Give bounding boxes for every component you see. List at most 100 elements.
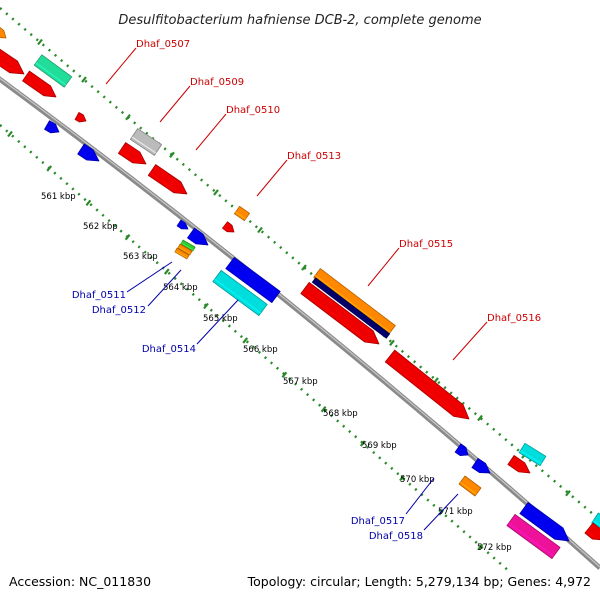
inner-rail-dash	[320, 406, 327, 413]
gene-label-reverse[interactable]: Dhaf_0518	[369, 531, 423, 542]
inner-rail-dash	[163, 268, 170, 275]
kbp-label: 566 kbp	[243, 345, 278, 355]
gene-orange[interactable]	[233, 205, 251, 222]
gene-body	[584, 522, 600, 541]
gene-forward-red[interactable]	[0, 48, 25, 75]
gene-reverse-blue[interactable]	[454, 443, 469, 457]
gene-label-forward[interactable]: Dhaf_0509	[190, 77, 244, 88]
gene-navy-stripe[interactable]	[311, 277, 391, 339]
gene-body	[212, 269, 268, 317]
gene-small-green[interactable]	[180, 239, 196, 252]
gene-forward-red[interactable]	[22, 70, 57, 98]
topology-text: Topology: circular; Length: 5,279,134 bp…	[247, 574, 591, 589]
gene-forward-red[interactable]	[147, 164, 188, 195]
gene-forward-red[interactable]	[74, 112, 87, 123]
gene-label-reverse[interactable]: Dhaf_0514	[142, 344, 196, 355]
label-leader-line	[195, 113, 227, 151]
inner-rail-dash	[85, 199, 92, 206]
label-leader-line	[126, 261, 173, 293]
gene-forward-red[interactable]	[384, 349, 470, 420]
kbp-label: 563 kbp	[123, 252, 158, 262]
gene-highlight	[175, 250, 188, 259]
gene-highlight	[188, 235, 198, 243]
gene-highlight	[460, 481, 477, 495]
gene-orange[interactable]	[458, 475, 482, 497]
gene-highlight	[586, 530, 595, 538]
footer: Accession: NC_011830 Topology: circular;…	[9, 574, 591, 589]
gene-cyan[interactable]	[518, 442, 547, 467]
inner-rail-dash	[7, 130, 13, 138]
kbp-label: 568 kbp	[323, 409, 358, 419]
gene-forward-red[interactable]	[118, 142, 147, 165]
gene-small-orange[interactable]	[177, 243, 193, 256]
gene-highlight	[314, 274, 391, 333]
gene-forward-red[interactable]	[300, 281, 380, 345]
gene-label-reverse[interactable]: Dhaf_0512	[92, 305, 146, 316]
gene-reverse-blue[interactable]	[44, 120, 60, 134]
inner-rail-dash	[477, 543, 484, 550]
outer-rail-dash	[213, 189, 219, 196]
gene-highlight	[149, 172, 176, 191]
label-leader-line	[367, 247, 400, 287]
outer-rail-dash	[37, 38, 43, 46]
gene-highlight	[23, 78, 46, 94]
gene-body	[33, 54, 73, 88]
gene-label-forward[interactable]: Dhaf_0507	[136, 39, 190, 50]
gene-pink[interactable]	[506, 514, 561, 559]
gene-cyan[interactable]	[212, 269, 268, 317]
gene-body	[518, 442, 547, 467]
gene-features	[0, 26, 600, 559]
label-leader-line	[105, 47, 137, 85]
label-leader-line	[147, 269, 182, 307]
label-leader-line	[452, 321, 488, 361]
genome-backbone	[0, 76, 600, 570]
gene-highlight	[508, 522, 555, 557]
kbp-label: 562 kbp	[83, 222, 118, 232]
gene-highlight	[75, 117, 81, 121]
gene-small-orange[interactable]	[174, 247, 190, 260]
gene-highlight	[521, 510, 557, 538]
outer-rail-dash	[81, 76, 87, 83]
gene-body	[454, 443, 469, 457]
inner-rail-dash	[203, 302, 209, 310]
gene-body	[0, 48, 25, 75]
gene-label-forward[interactable]: Dhaf_0516	[487, 313, 541, 324]
gene-body	[187, 227, 209, 246]
gene-highlight	[227, 265, 275, 301]
gene-highlight	[131, 136, 157, 154]
outer-rail-dash	[257, 226, 263, 234]
gene-reverse-blue[interactable]	[225, 256, 281, 304]
gene-highlight	[456, 449, 462, 455]
gene-label-forward[interactable]: Dhaf_0515	[399, 239, 453, 250]
gene-grey[interactable]	[129, 128, 163, 156]
inner-rail-dash	[359, 440, 366, 447]
gene-reverse-blue[interactable]	[187, 227, 209, 246]
gene-label-forward[interactable]: Dhaf_0513	[287, 151, 341, 162]
gene-label-reverse[interactable]: Dhaf_0511	[72, 290, 126, 301]
gene-reverse-blue[interactable]	[176, 219, 189, 230]
gene-reverse-blue[interactable]	[77, 143, 100, 162]
gene-highlight	[178, 246, 191, 255]
gene-body	[300, 281, 380, 345]
gene-orange[interactable]	[0, 26, 7, 39]
gene-highlight	[45, 126, 52, 132]
gene-label-reverse[interactable]: Dhaf_0517	[351, 516, 405, 527]
gene-green[interactable]	[33, 54, 73, 88]
gene-highlight	[177, 224, 183, 229]
gene-label-forward[interactable]: Dhaf_0510	[226, 105, 280, 116]
inner-rail-dash	[281, 371, 288, 378]
gene-body	[507, 455, 531, 474]
gene-body	[147, 164, 188, 195]
outer-tick-rail	[0, 7, 600, 521]
outer-rail-dash	[125, 114, 131, 121]
gene-body	[177, 243, 193, 256]
gene-highlight	[592, 520, 600, 526]
outer-rail-dash	[477, 414, 483, 422]
gene-highlight	[214, 278, 262, 314]
gene-forward-red[interactable]	[222, 221, 235, 233]
gene-forward-red[interactable]	[584, 522, 600, 541]
gene-forward-red[interactable]	[507, 455, 531, 474]
gene-reverse-blue[interactable]	[471, 457, 491, 474]
gene-reverse-blue[interactable]	[519, 501, 570, 542]
